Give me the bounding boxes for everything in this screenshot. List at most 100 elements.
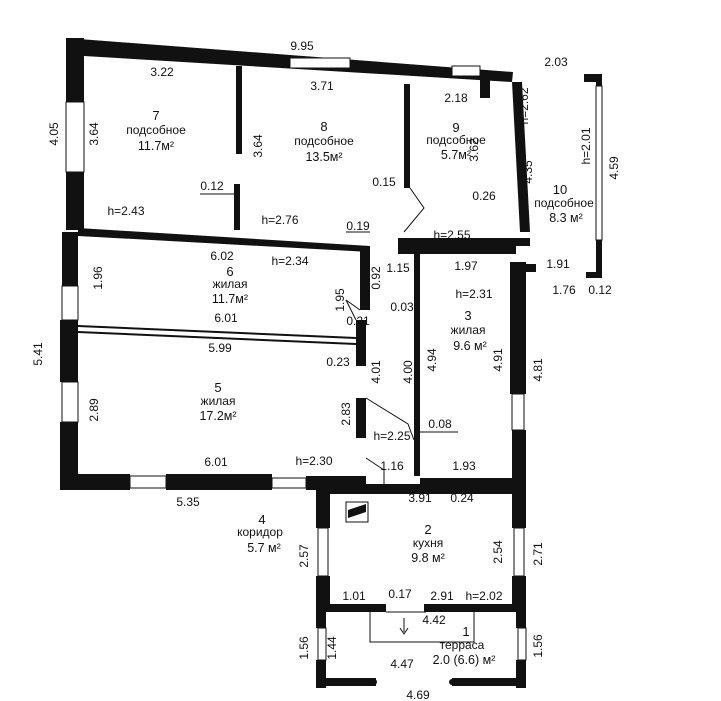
wall-kitchen-left-b bbox=[316, 576, 330, 610]
dim-535: 5.35 bbox=[176, 495, 200, 509]
window-left-1 bbox=[65, 101, 85, 173]
window-terrace-left bbox=[317, 627, 327, 661]
terrace-right-a bbox=[516, 612, 526, 628]
wall-room5-right-upper bbox=[356, 320, 366, 366]
room8-name: подсобное bbox=[294, 134, 354, 148]
dim-494: 4.94 bbox=[425, 348, 439, 372]
dim-008: 0.08 bbox=[428, 417, 452, 431]
window-left-2 bbox=[61, 285, 79, 321]
dim-outer-459: 4.59 bbox=[607, 156, 621, 180]
room9-area: 5.7м² bbox=[441, 148, 471, 162]
dim-h243: h=2.43 bbox=[107, 204, 144, 218]
room2-number: 2 bbox=[424, 522, 431, 537]
room7-number: 7 bbox=[152, 108, 159, 123]
dim-h201: h=2.01 bbox=[579, 127, 593, 164]
wall-room5-right-lower bbox=[356, 398, 366, 438]
door-6-swing bbox=[345, 299, 361, 321]
dim-r7-left: 3.64 bbox=[87, 122, 101, 146]
window-top-1 bbox=[289, 57, 351, 69]
wall-left-upper-b bbox=[66, 172, 84, 230]
wall-10-right-c bbox=[586, 272, 602, 278]
dim-254: 2.54 bbox=[491, 540, 505, 564]
window-top-2 bbox=[451, 65, 481, 77]
terrace-bottom-l bbox=[316, 678, 376, 686]
terrace-post-icon-2 bbox=[449, 679, 455, 685]
dim-024: 0.24 bbox=[450, 491, 474, 505]
window-left-3 bbox=[61, 381, 79, 423]
dim-012a: 0.12 bbox=[200, 179, 224, 193]
partition-7-8-low bbox=[234, 184, 240, 230]
dim-491: 4.91 bbox=[491, 348, 505, 372]
dim-116: 1.16 bbox=[380, 459, 404, 473]
dim-h234: h=2.34 bbox=[271, 254, 308, 268]
dim-h231: h=2.31 bbox=[455, 287, 492, 301]
room4-name: коридор bbox=[237, 525, 283, 539]
dim-257: 2.57 bbox=[297, 544, 311, 568]
dim-601b: 6.01 bbox=[204, 455, 228, 469]
dim-469: 4.69 bbox=[406, 688, 430, 701]
dim-191: 1.91 bbox=[546, 257, 570, 271]
room9-number: 9 bbox=[452, 120, 459, 135]
dim-019: 0.19 bbox=[346, 219, 370, 233]
terrace-step bbox=[369, 612, 475, 643]
wall-10-right-a bbox=[596, 74, 602, 86]
wall-10-bottom bbox=[398, 238, 530, 246]
room4-number: 4 bbox=[258, 512, 265, 527]
window-3-right bbox=[511, 393, 525, 431]
room1-name: терраса bbox=[440, 638, 485, 652]
wall-bottom-5a bbox=[70, 474, 130, 490]
dim-r9-top: 2.18 bbox=[444, 91, 468, 105]
wall-room3-right-b bbox=[512, 430, 526, 488]
terrace-right-b bbox=[516, 660, 526, 688]
dimensions: 9.95 3.22 3.71 2.18 2.03 4.05 3.64 3.64 … bbox=[31, 39, 621, 701]
room2-area: 9.8 м² bbox=[411, 551, 445, 565]
dim-196: 1.96 bbox=[91, 266, 105, 290]
dim-012b: 0.12 bbox=[588, 283, 612, 297]
wall-kitchen-top bbox=[316, 484, 516, 494]
door-5-swing bbox=[365, 397, 415, 441]
wall-kitchen-right-a bbox=[512, 488, 526, 528]
wall-left-lower-c bbox=[60, 422, 78, 490]
room3-area: 9.6 м² bbox=[453, 339, 487, 353]
room8-area: 13.5м² bbox=[305, 150, 342, 164]
dim-541: 5.41 bbox=[31, 342, 45, 366]
wall-kitchen-bottom-r bbox=[424, 604, 526, 612]
dim-r8-left: 3.64 bbox=[251, 134, 265, 158]
room1-area: 2.0 (6.6) м² bbox=[433, 653, 496, 667]
dim-h230: h=2.30 bbox=[295, 454, 332, 468]
room5-number: 5 bbox=[214, 380, 221, 395]
window-bottom-2 bbox=[271, 477, 307, 489]
dim-r9-right: 3.62 bbox=[467, 138, 481, 162]
wall-left-upper bbox=[66, 38, 84, 102]
dim-015: 0.15 bbox=[372, 175, 396, 189]
dim-197: 1.97 bbox=[454, 259, 478, 273]
dim-003: 0.03 bbox=[390, 300, 414, 314]
room9-name: подсобное bbox=[426, 133, 486, 147]
wall-left-lower-a bbox=[62, 232, 78, 286]
room7-area: 11.7м² bbox=[138, 139, 174, 153]
door-8-9-swing bbox=[403, 187, 425, 233]
fixtures bbox=[200, 187, 475, 685]
wall-mid-horizontal bbox=[78, 228, 370, 252]
wall-kitchen-left-a bbox=[316, 484, 330, 528]
stove-icon-fill bbox=[348, 504, 366, 518]
windows bbox=[61, 57, 603, 661]
dim-291: 2.91 bbox=[430, 589, 454, 603]
dim-017: 0.17 bbox=[388, 587, 412, 601]
room10-name: подсобное bbox=[534, 196, 594, 210]
dim-r10-top: 2.03 bbox=[544, 55, 568, 69]
room5-area: 17.2м² bbox=[199, 409, 236, 423]
arrow-icon bbox=[399, 618, 409, 635]
dim-602: 6.02 bbox=[210, 249, 234, 263]
partition-7-8 bbox=[236, 66, 242, 154]
dim-h255: h=2.55 bbox=[433, 228, 470, 242]
room6-number: 6 bbox=[226, 264, 233, 279]
dim-h262: h=2.62 bbox=[517, 87, 531, 124]
terrace-left-a bbox=[316, 612, 326, 628]
dim-left-upper: 4.05 bbox=[47, 122, 61, 146]
dim-447: 4.47 bbox=[390, 657, 414, 671]
wall-10-right-b bbox=[596, 240, 602, 278]
dim-101: 1.01 bbox=[342, 589, 366, 603]
wall-10-right-top bbox=[584, 74, 602, 82]
